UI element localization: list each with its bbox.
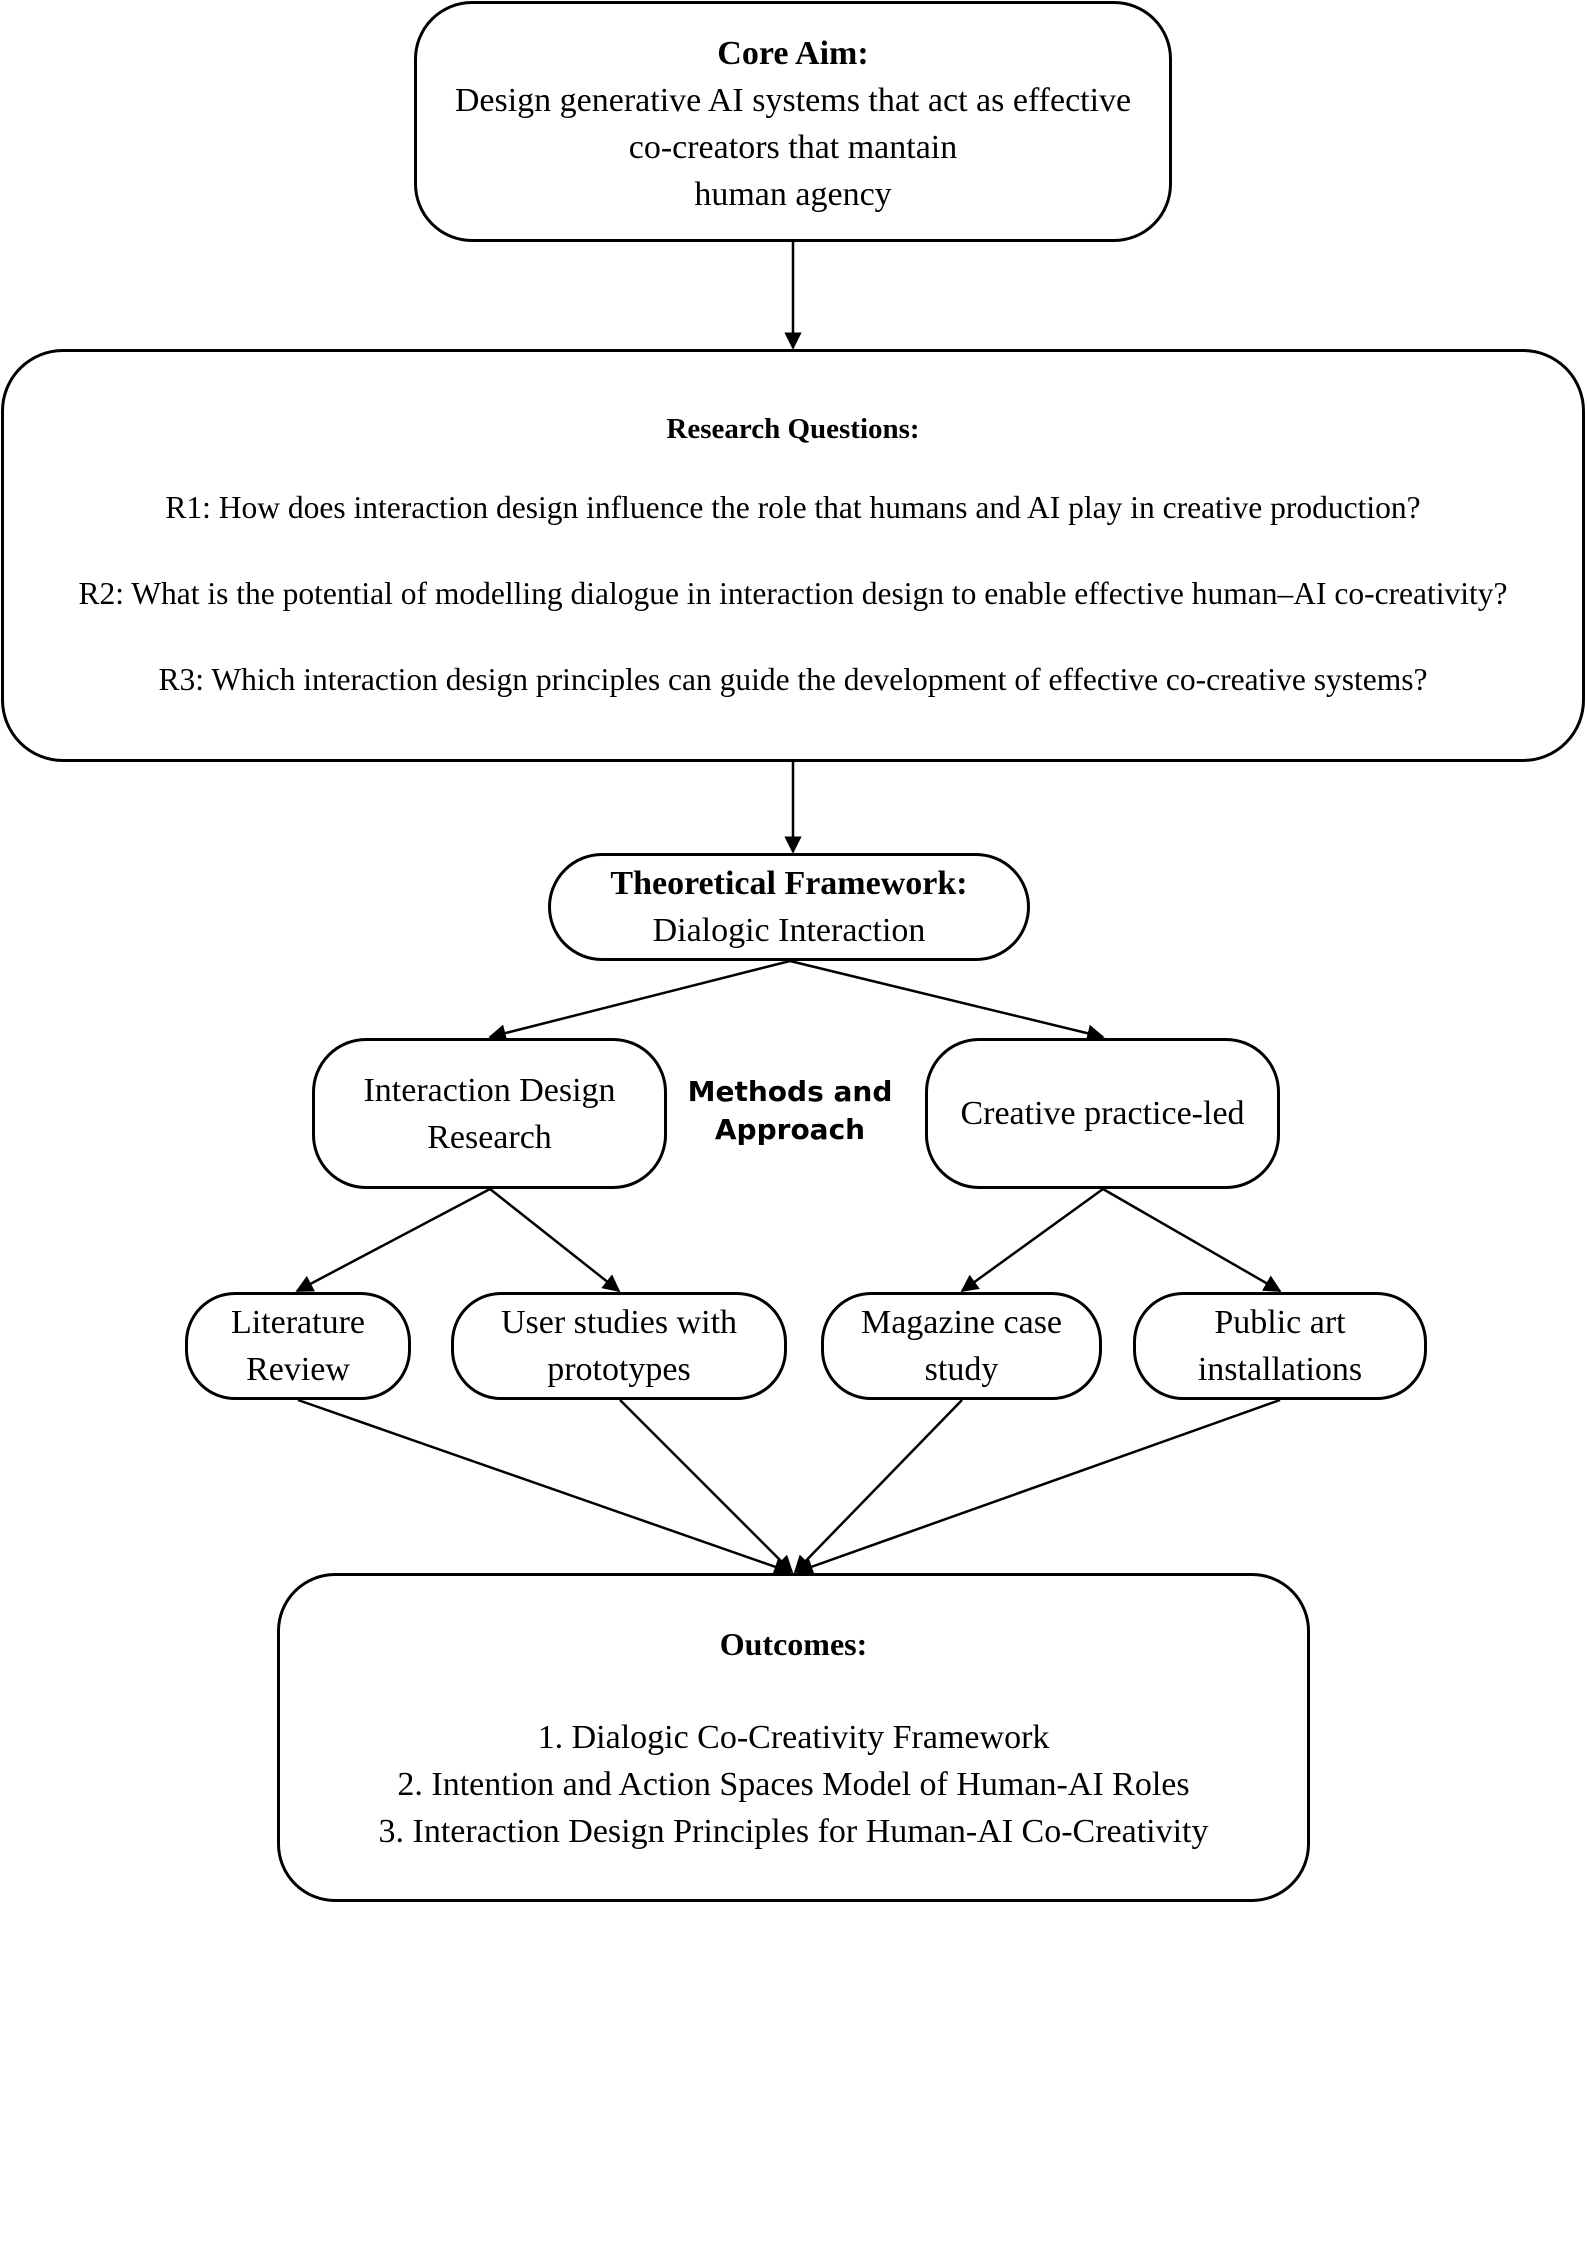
magazine-case-study-box: Magazine case study: [821, 1292, 1102, 1400]
research-question-r2: R2: What is the potential of modelling d…: [78, 576, 1508, 611]
core-aim-title: Core Aim:: [717, 34, 869, 72]
arrow-cpl-to-magazine: [960, 1187, 1104, 1293]
public-art-line-2: installations: [1197, 1351, 1363, 1388]
methods-label-line-2: Approach: [714, 1113, 866, 1146]
idr-line-2: Research: [427, 1118, 552, 1156]
core-aim-line-1: Design generative AI systems that act as…: [454, 81, 1132, 119]
arrow-cpl-to-publicart: [1102, 1187, 1282, 1293]
research-question-r3: R3: Which interaction design principles …: [158, 662, 1428, 697]
core-aim-line-2: co-creators that mantain: [628, 128, 958, 166]
arrow-userstudies-to-outcomes: [619, 1399, 794, 1574]
arrow-framework-to-cpl: [789, 959, 1105, 1042]
magazine-line-1: Magazine case: [860, 1304, 1063, 1341]
theoretical-framework-subtitle: Dialogic Interaction: [652, 912, 926, 949]
creative-practice-label: Creative practice-led: [960, 1095, 1245, 1132]
literature-line-2: Review: [246, 1351, 350, 1388]
outcome-item-1: 1. Dialogic Co-Creativity Framework: [537, 1718, 1050, 1756]
arrow-magazine-to-outcomes: [793, 1399, 963, 1574]
magazine-line-2: study: [924, 1351, 999, 1388]
interaction-design-research-box: Interaction Design Research: [312, 1038, 667, 1189]
public-art-line-1: Public art: [1214, 1304, 1346, 1341]
user-studies-line-1: User studies with: [500, 1304, 738, 1341]
arrow-publicart-to-outcomes: [795, 1398, 1281, 1575]
arrow-idr-to-literature: [295, 1187, 491, 1293]
outcomes-box: Outcomes: 1. Dialogic Co-Creativity Fram…: [277, 1573, 1310, 1902]
user-studies-box: User studies with prototypes: [451, 1292, 787, 1400]
arrow-framework-to-idr: [488, 959, 791, 1042]
outcome-item-2: 2. Intention and Action Spaces Model of …: [397, 1765, 1190, 1803]
methods-label-line-1: Methods and: [687, 1075, 893, 1108]
literature-line-1: Literature: [230, 1304, 366, 1341]
outcomes-title: Outcomes:: [719, 1625, 868, 1662]
methods-and-approach-label: Methods and Approach: [680, 1073, 900, 1149]
arrow-literature-to-outcomes: [297, 1398, 792, 1576]
public-art-installations-box: Public art installations: [1133, 1292, 1427, 1400]
research-questions-title: Research Questions:: [666, 413, 920, 445]
research-question-r1: R1: How does interaction design influenc…: [165, 490, 1421, 525]
idr-line-1: Interaction Design: [363, 1071, 616, 1109]
theoretical-framework-title: Theoretical Framework:: [610, 865, 968, 902]
research-questions-box: Research Questions: R1: How does interac…: [1, 349, 1585, 762]
core-aim-line-3: human agency: [694, 175, 892, 213]
arrow-idr-to-userstudies: [489, 1188, 621, 1293]
core-aim-box: Core Aim: Design generative AI systems t…: [414, 1, 1172, 242]
literature-review-box: Literature Review: [185, 1292, 411, 1400]
creative-practice-led-box: Creative practice-led: [925, 1038, 1280, 1189]
theoretical-framework-box: Theoretical Framework: Dialogic Interact…: [548, 853, 1030, 961]
outcome-item-3: 3. Interaction Design Principles for Hum…: [378, 1812, 1209, 1850]
user-studies-line-2: prototypes: [547, 1351, 691, 1388]
